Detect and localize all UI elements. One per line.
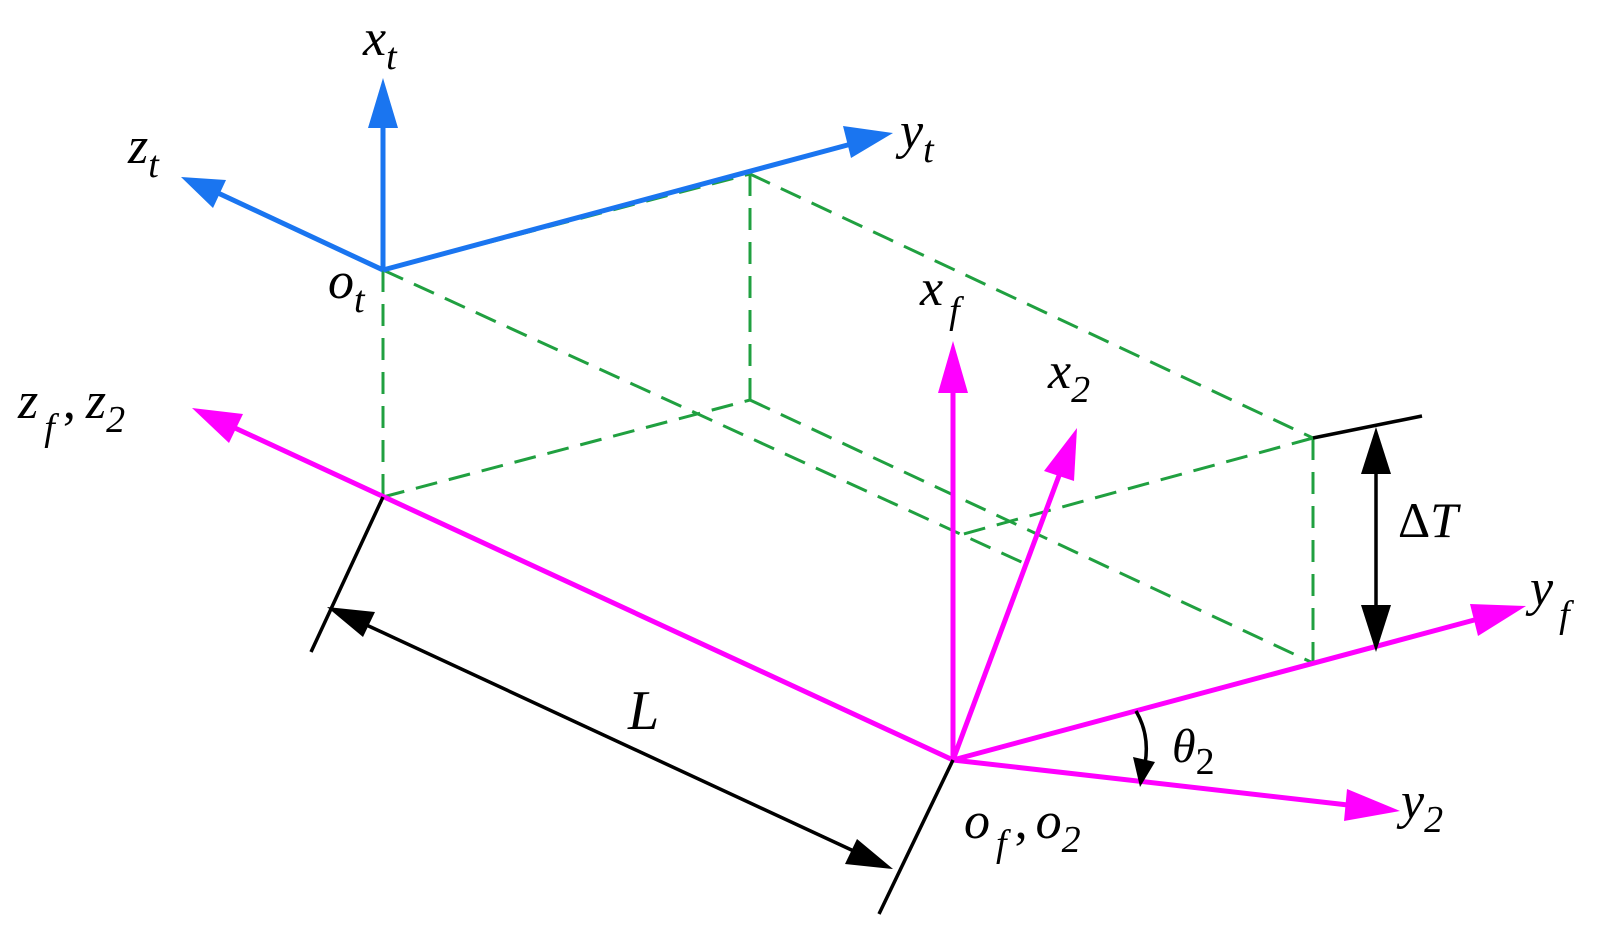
zf-arrowhead: [192, 408, 243, 443]
L-extension-left: [309, 496, 385, 653]
x2-arrowhead: [1044, 428, 1077, 481]
label-deltaT: ΔT: [1398, 492, 1461, 548]
y2-axis: [952, 757, 1349, 808]
xt-arrowhead: [368, 78, 398, 128]
L-dimension-line: [359, 620, 859, 855]
zt-axis: [216, 190, 385, 273]
label-yt: yt: [895, 103, 935, 171]
yt-arrowhead: [843, 126, 893, 158]
yf-axis: [952, 616, 1479, 763]
L-arrow-left: [327, 607, 375, 637]
deltaT-extension: [1312, 414, 1423, 440]
x2-axis: [950, 472, 1063, 761]
y2-arrowhead: [1344, 789, 1400, 821]
L-extension-right: [877, 759, 955, 915]
label-x2: x2: [1047, 343, 1090, 411]
zf-axis: [233, 425, 955, 763]
dimension-marks: [309, 414, 1423, 915]
label-theta2: θ2: [1172, 720, 1215, 783]
deltaT-arrow-bottom: [1361, 605, 1391, 652]
label-xt: xt: [362, 10, 398, 78]
label-ot: ot: [328, 253, 366, 321]
L-arrow-right: [845, 839, 893, 869]
theta-arrowhead: [1133, 757, 1155, 787]
target-frame: [181, 78, 893, 273]
yf-arrowhead: [1470, 604, 1526, 636]
deltaT-arrow-top: [1361, 427, 1391, 474]
label-y2: y2: [1396, 773, 1443, 841]
label-zt: zt: [127, 118, 160, 186]
dashed-box: [381, 172, 1315, 762]
follower-frame: [192, 341, 1526, 821]
xf-arrowhead: [938, 341, 968, 393]
zt-arrowhead: [181, 177, 226, 208]
yt-axis: [382, 140, 856, 273]
label-L: L: [627, 680, 659, 742]
